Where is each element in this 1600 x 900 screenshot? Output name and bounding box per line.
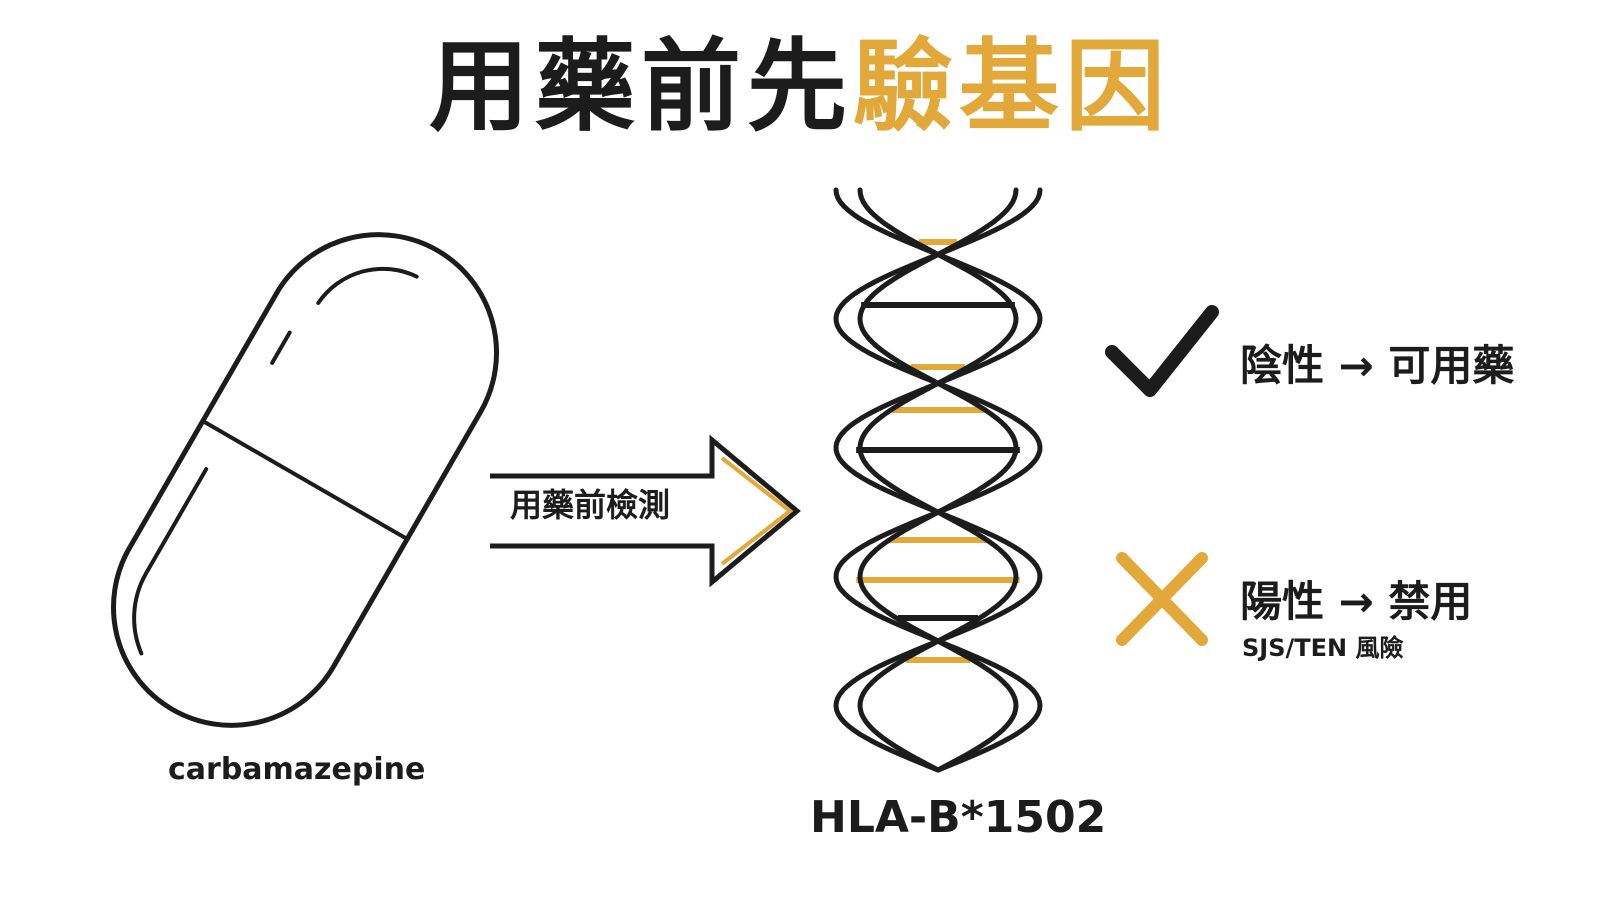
dna-strand <box>833 187 1043 773</box>
cross-icon <box>1116 552 1208 646</box>
capsule-icon <box>111 232 499 728</box>
page-title: 用藥前先驗基因 <box>0 22 1600 152</box>
dna-strand <box>857 187 1019 773</box>
drug-name-label: carbamazepine <box>168 752 426 787</box>
arrow-icon <box>490 434 801 588</box>
arrow-label: 用藥前檢測 <box>510 486 671 524</box>
check-icon <box>1105 305 1219 397</box>
dna-strand <box>833 187 1043 773</box>
dna-strand <box>857 187 1019 773</box>
positive-risk-note: SJS/TEN 風險 <box>1242 634 1404 662</box>
negative-outcome-label: 陰性 → 可用藥 <box>1240 341 1515 390</box>
title-main: 用藥前先 <box>429 28 853 145</box>
positive-outcome-label: 陽性 → 禁用 <box>1240 577 1473 626</box>
dna-icon <box>833 187 1043 773</box>
title-accent: 驗基因 <box>853 28 1171 145</box>
gene-name-label: HLA-B*1502 <box>810 792 1107 843</box>
